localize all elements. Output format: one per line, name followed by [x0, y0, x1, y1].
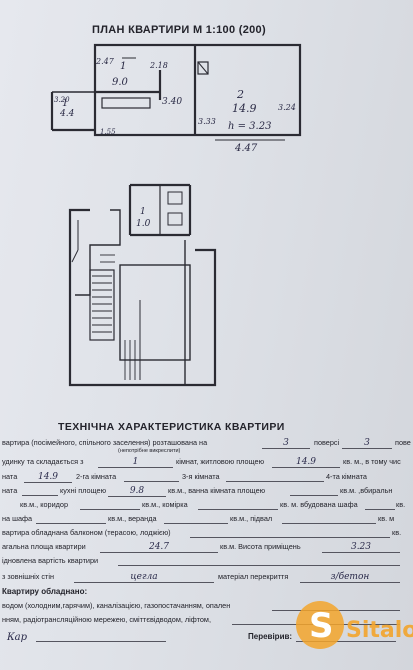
form-row-materials: з зовнішніх стін цегла матеріал перекрит…: [0, 572, 413, 585]
dimension-324: 3.24: [278, 103, 296, 112]
total-floors-value: 3: [342, 438, 392, 449]
form-row-veranda: на шафа кв.м., веранда кв.м., підвал кв.…: [2, 514, 395, 524]
floor-material-value: з/бетон: [300, 572, 400, 583]
ceiling-height: h = 3.23: [228, 121, 271, 132]
room-1-area-value: 14.9: [24, 472, 72, 483]
kitchen-area-value: 9.8: [108, 486, 166, 497]
form-row-equipment-title: Квартиру обладнано:: [2, 587, 88, 596]
dimension-340: 3.40: [162, 97, 182, 107]
living-area-value: 14.9: [272, 457, 340, 468]
watermark-text: Sitalo: [346, 618, 413, 643]
dimension-333: 3.33: [198, 117, 216, 126]
label: поверсі: [314, 438, 340, 447]
wc-number: 1: [140, 207, 146, 217]
total-area-value: 24.7: [100, 542, 218, 553]
label: пове: [395, 438, 411, 447]
room-2-number: 2: [236, 88, 244, 101]
label: вартира (посімейного, спільного заселенн…: [2, 438, 208, 447]
watermark-logo: S Sitalo: [296, 601, 413, 649]
form-note: (непотрібне викреслити): [118, 448, 181, 454]
bath-room-number: 1: [120, 61, 126, 72]
form-row-location: вартира (посімейного, спільного заселенн…: [0, 438, 413, 451]
corridor-number: 1: [62, 98, 68, 109]
wc-area: 1.0: [136, 219, 151, 229]
form-row-total-area: агальна площа квартири 24.7 кв.м. Висота…: [0, 542, 413, 555]
form-row-rooms: удинку та складається з 1 кімнат, житлов…: [2, 457, 401, 468]
form-row-value: ідновлена вартість квартири: [0, 556, 413, 569]
corridor-area: 4.4: [59, 109, 75, 119]
form-row-room-list: ната 14.9 2-га кімната 3-я кімната 4-та …: [2, 472, 367, 483]
form-row-balcony: вартира обладнана балконом (терасою, лод…: [2, 528, 402, 538]
rooms-value: 1: [98, 457, 173, 468]
height-value: 3.23: [322, 542, 400, 553]
plan-title: ПЛАН КВАРТИРИ М 1:100 (200): [92, 24, 266, 36]
room-2-area: 14.9: [232, 102, 257, 115]
form-row-kitchen: ната кухні площею 9.8 кв.м., ванна кімна…: [2, 486, 393, 497]
watermark-s: S: [309, 606, 334, 646]
form-row-corridor: кв.м., коридор кв.м., комірка кв. м. вбу…: [20, 500, 406, 510]
characteristics-title: ТЕХНІЧНА ХАРАКТЕРИСТИКА КВАРТИРИ: [58, 421, 285, 433]
dimension-218: 2.18: [149, 61, 168, 70]
dimension-247: 2.47: [95, 57, 115, 66]
bath-area: 9.0: [112, 77, 129, 88]
dimension-320: 3.20: [54, 96, 70, 104]
form-row-signatures: Кар Перевірив:: [0, 632, 413, 645]
floor-plan: 1 9.0 1 4.4 2 14.9 h = 3.23 4.47 3.40 2.…: [50, 43, 302, 387]
wall-material-value: цегла: [74, 572, 214, 583]
floor-value: 3: [262, 438, 310, 449]
dimension-155: 1.55: [100, 128, 116, 136]
width-447: 4.47: [234, 143, 258, 154]
